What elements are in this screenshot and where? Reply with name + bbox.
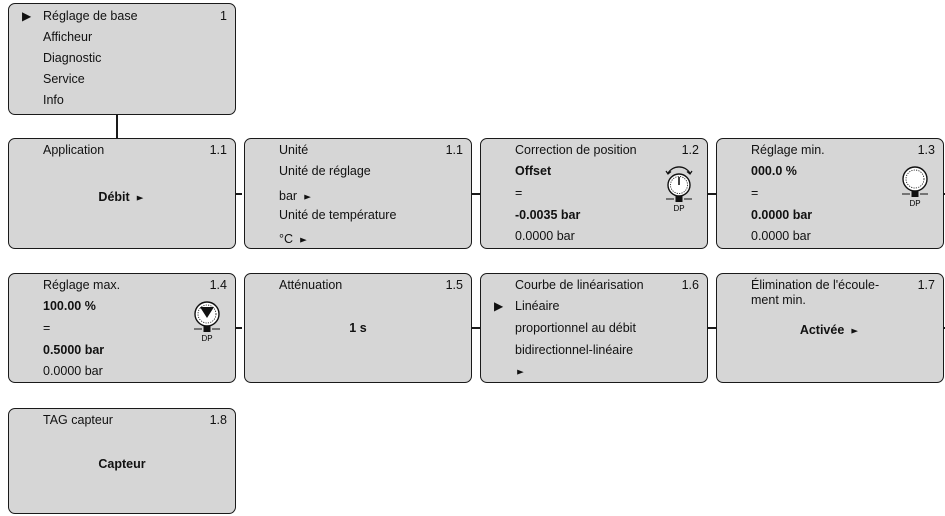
box-title: Réglage min. xyxy=(751,143,825,157)
menu-item-diagnostic[interactable]: Diagnostic xyxy=(43,51,102,65)
box-value: Débit► xyxy=(98,190,146,204)
dp-min-knob-icon: DP xyxy=(902,166,928,207)
equals-sign: = xyxy=(43,321,51,335)
box-number: 1.5 xyxy=(445,278,463,292)
box-number: 1.6 xyxy=(681,278,699,292)
main-menu: ▶ Réglage de base 1 Afficheur Diagnostic… xyxy=(8,3,236,115)
box-title: Élimination de l'écoule- xyxy=(751,278,880,292)
unite-reglage-value[interactable]: bar► xyxy=(279,189,313,203)
box-title: Courbe de linéarisation xyxy=(515,278,644,292)
arrow-right-icon: ► xyxy=(298,235,309,245)
equals-sign: = xyxy=(515,186,523,200)
box-elimination-ecoulement[interactable]: Élimination de l'écoule- 1.7 ment min. A… xyxy=(716,273,944,383)
measured-value: 0.0000 bar xyxy=(43,364,103,378)
box-value: Capteur xyxy=(98,457,146,471)
box-courbe-linearisation[interactable]: Courbe de linéarisation 1.6 ▶ Linéaire p… xyxy=(480,273,708,383)
box-tag-capteur[interactable]: TAG capteur 1.8 Capteur xyxy=(8,408,236,514)
box-value: 1 s xyxy=(349,321,367,335)
equals-sign: = xyxy=(751,186,759,200)
dp-max-knob-icon: DP xyxy=(194,301,220,342)
box-title-cont: ment min. xyxy=(751,293,806,307)
unite-temperature-label: Unité de température xyxy=(279,208,397,222)
menu-item-reglage-de-base[interactable]: Réglage de base xyxy=(43,9,138,23)
selected-marker: ▶ xyxy=(22,9,32,23)
pressure-value: 0.0000 bar xyxy=(751,208,813,222)
box-title: Correction de position xyxy=(515,143,637,157)
box-title: TAG capteur xyxy=(43,413,113,427)
measured-value: 0.0000 bar xyxy=(751,229,811,243)
menu-item-service[interactable]: Service xyxy=(43,72,85,86)
percent-value: 100.00 % xyxy=(43,299,96,313)
arrow-right-icon: ► xyxy=(134,193,146,203)
box-number: 1.2 xyxy=(681,143,699,157)
dp-label: DP xyxy=(201,334,212,342)
menu-number: 1 xyxy=(220,9,227,23)
percent-value: 000.0 % xyxy=(751,164,797,178)
box-title: Réglage max. xyxy=(43,278,121,292)
option-proportionnel[interactable]: proportionnel au débit xyxy=(515,321,636,335)
unite-temperature-value[interactable]: °C► xyxy=(279,232,309,246)
box-number: 1.7 xyxy=(917,278,935,292)
option-lineaire[interactable]: Linéaire xyxy=(515,299,560,313)
arrow-right-icon: ► xyxy=(302,192,313,202)
box-unite[interactable]: Unité 1.1 Unité de réglage bar► Unité de… xyxy=(244,138,472,249)
selected-marker: ▶ xyxy=(494,299,504,313)
box-title: Atténuation xyxy=(279,278,343,292)
dp-label: DP xyxy=(909,199,920,207)
box-application[interactable]: Application 1.1 Débit► xyxy=(8,138,236,249)
box-number: 1.3 xyxy=(917,143,935,157)
box-title: Unité xyxy=(279,143,309,157)
connector-vertical xyxy=(116,115,118,139)
pressure-value: 0.5000 bar xyxy=(43,343,105,357)
box-number: 1.1 xyxy=(445,143,463,157)
box-correction-position[interactable]: Correction de position 1.2 Offset = -0.0… xyxy=(480,138,708,249)
box-title: Application xyxy=(43,143,105,157)
measured-value: 0.0000 bar xyxy=(515,229,575,243)
arrow-right-icon[interactable]: ► xyxy=(515,367,526,377)
menu-item-afficheur[interactable]: Afficheur xyxy=(43,30,93,44)
box-value: Activée► xyxy=(799,323,861,337)
option-bidirectionnel[interactable]: bidirectionnel-linéaire xyxy=(515,343,634,357)
offset-value: -0.0035 bar xyxy=(515,208,581,222)
menu-item-info[interactable]: Info xyxy=(43,93,64,107)
box-reglage-min[interactable]: Réglage min. 1.3 000.0 % = 0.0000 bar 0.… xyxy=(716,138,944,249)
dp-rotation-knob-icon: DP xyxy=(665,166,693,213)
offset-label: Offset xyxy=(515,164,552,178)
box-attenuation[interactable]: Atténuation 1.5 1 s xyxy=(244,273,472,383)
dp-label: DP xyxy=(673,204,684,213)
box-number: 1.1 xyxy=(209,143,227,157)
box-number: 1.4 xyxy=(209,278,227,292)
arrow-right-icon: ► xyxy=(849,326,861,336)
box-reglage-max[interactable]: Réglage max. 1.4 100.00 % = 0.5000 bar 0… xyxy=(8,273,236,383)
box-number: 1.8 xyxy=(209,413,227,427)
unite-reglage-label: Unité de réglage xyxy=(279,164,371,178)
